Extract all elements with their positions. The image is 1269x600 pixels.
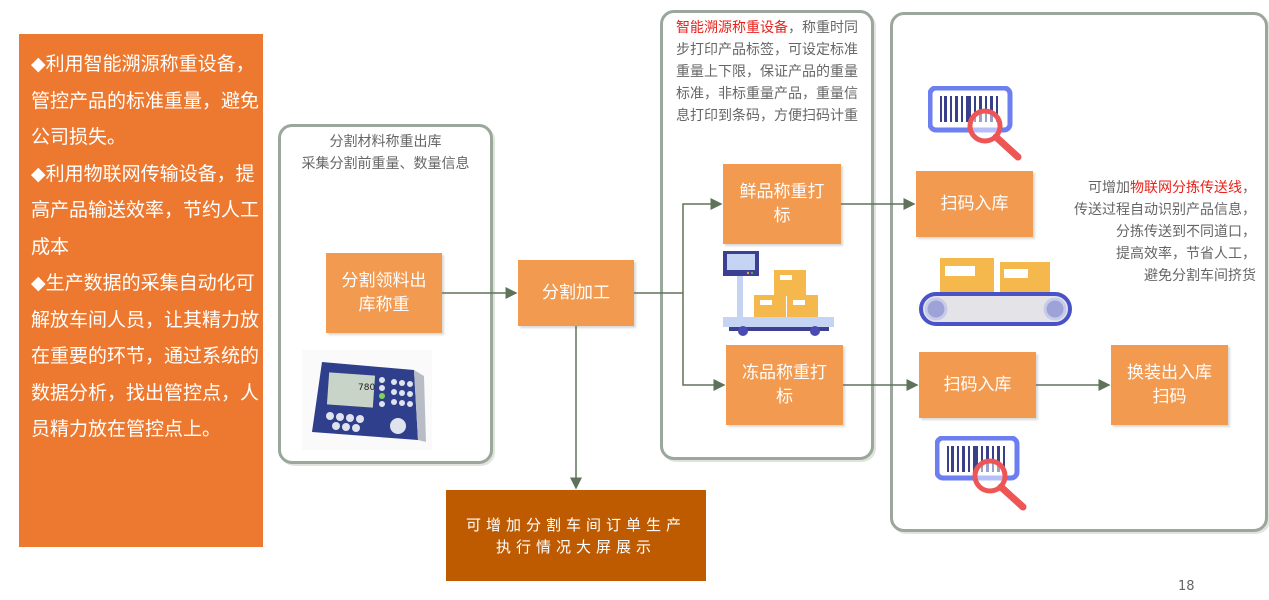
weighing-terminal-icon: 780 (302, 350, 432, 450)
summary-point-1: ◆利用智能溯源称重设备，管控产品的标准重量，避免公司损失。 (31, 53, 260, 148)
process-repack-scan: 换装出入库扫码 (1111, 345, 1228, 425)
summary-point-3: ◆生产数据的采集自动化可解放车间人员，让其精力放在重要的环节，通过系统的数据分析… (31, 272, 260, 440)
note-highlight-smart-scale: 智能溯源称重设备 (676, 20, 788, 36)
panel-left-title: 分割材料称重出库 采集分割前重量、数量信息 (278, 131, 493, 175)
conveyor-belt-icon (918, 258, 1073, 328)
summary-sidebar: ◆利用智能溯源称重设备，管控产品的标准重量，避免公司损失。 ◆利用物联网传输设备… (19, 34, 263, 547)
process-frozen-weigh-label: 冻品称重打标 (726, 345, 843, 425)
connector-to-fresh (682, 198, 723, 293)
process-material-outbound-weighing: 分割领料出库称重 (326, 253, 442, 333)
summary-point-2: ◆利用物联网传输设备，提高产品输送效率，节约人工成本 (31, 162, 260, 258)
panel-right-note: 可增加物联网分拣传送线， 传送过程自动识别产品信息， 分拣传送到不同道口， 提高… (1074, 180, 1256, 284)
platform-scale-icon (722, 250, 836, 336)
panel-left-title-line1: 分割材料称重出库 (329, 134, 442, 150)
page-number: 18 (1178, 579, 1195, 594)
connector-to-frozen (682, 293, 726, 391)
process-fresh-weigh-label: 鲜品称重打标 (723, 164, 841, 244)
panel-left-title-line2: 采集分割前重量、数量信息 (301, 156, 470, 172)
barcode-scan-icon (934, 435, 1035, 512)
svg-text:780: 780 (358, 383, 375, 393)
barcode-scan-icon (927, 85, 1028, 162)
process-scan-inbound-bottom: 扫码入库 (919, 352, 1036, 418)
process-scan-inbound-top: 扫码入库 (916, 171, 1033, 237)
panel-middle-note: 智能溯源称重设备，称重时同步打印产品标签，可设定标准重量上下限，保证产品的重量标… (676, 20, 858, 124)
dashboard-suggestion-box: 可增加分割车间订单生产执行情况大屏展示 (446, 490, 706, 581)
process-cutting: 分割加工 (518, 260, 634, 326)
note-highlight-iot-sorting: 物联网分拣传送线 (1130, 180, 1242, 196)
